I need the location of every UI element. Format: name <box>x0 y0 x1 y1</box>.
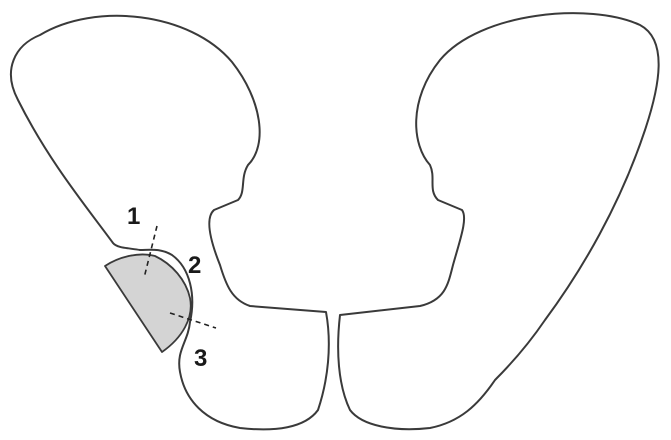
zone-label-3: 3 <box>194 345 207 372</box>
left-hemipelvis-outline <box>11 16 329 430</box>
zone-label-1: 1 <box>127 203 140 230</box>
zone-label-2: 2 <box>188 252 201 279</box>
right-hemipelvis-outline <box>338 13 659 429</box>
femoral-head-shaded <box>105 254 191 352</box>
